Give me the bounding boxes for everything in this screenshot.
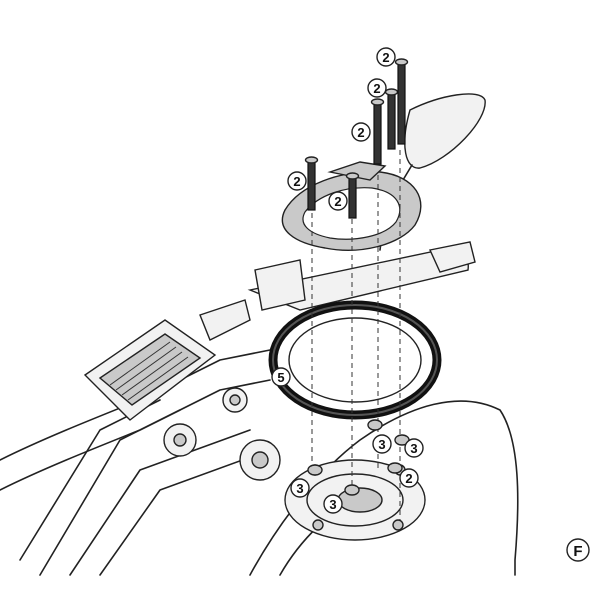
callout-spacer-c: 3 xyxy=(290,478,310,498)
instrument-cluster xyxy=(83,299,251,421)
callout-spacer-e: 2 xyxy=(399,468,419,488)
fuel-tank xyxy=(249,400,519,576)
callout-spacer-a: 3 xyxy=(372,434,392,454)
callout-label: 2 xyxy=(357,125,364,140)
screw xyxy=(345,172,360,219)
spacer xyxy=(344,484,360,496)
callout-label: 3 xyxy=(378,437,385,452)
callout-label: 5 xyxy=(277,370,284,385)
lower-ring xyxy=(268,300,442,420)
callout-screw-a: 2 xyxy=(376,47,396,67)
callout-spacer-d: 3 xyxy=(323,494,343,514)
callout-ring: 5 xyxy=(271,367,291,387)
spacer xyxy=(307,464,323,476)
callout-spacer-b: 3 xyxy=(404,438,424,458)
spacers xyxy=(307,419,410,496)
handlebar xyxy=(247,241,476,311)
spacer xyxy=(367,419,383,431)
callout-label: 3 xyxy=(329,497,336,512)
screw xyxy=(304,156,319,211)
screw xyxy=(394,58,409,145)
spacer xyxy=(387,462,403,474)
callout-screw-b: 2 xyxy=(367,78,387,98)
callout-screw-e: 2 xyxy=(328,191,348,211)
screw xyxy=(370,98,385,165)
figure-label-badge: F xyxy=(566,538,590,562)
front-fork xyxy=(0,349,281,576)
callout-screw-c: 2 xyxy=(351,122,371,142)
callout-label: 2 xyxy=(405,471,412,486)
figure-label: F xyxy=(573,543,582,560)
callout-screw-d: 2 xyxy=(287,171,307,191)
screws xyxy=(304,58,409,219)
callout-label: 2 xyxy=(373,81,380,96)
callout-label: 2 xyxy=(293,174,300,189)
screw xyxy=(384,88,399,150)
callout-label: 3 xyxy=(410,441,417,456)
callout-label: 2 xyxy=(382,50,389,65)
callout-label: 2 xyxy=(334,194,341,209)
callout-label: 3 xyxy=(296,481,303,496)
